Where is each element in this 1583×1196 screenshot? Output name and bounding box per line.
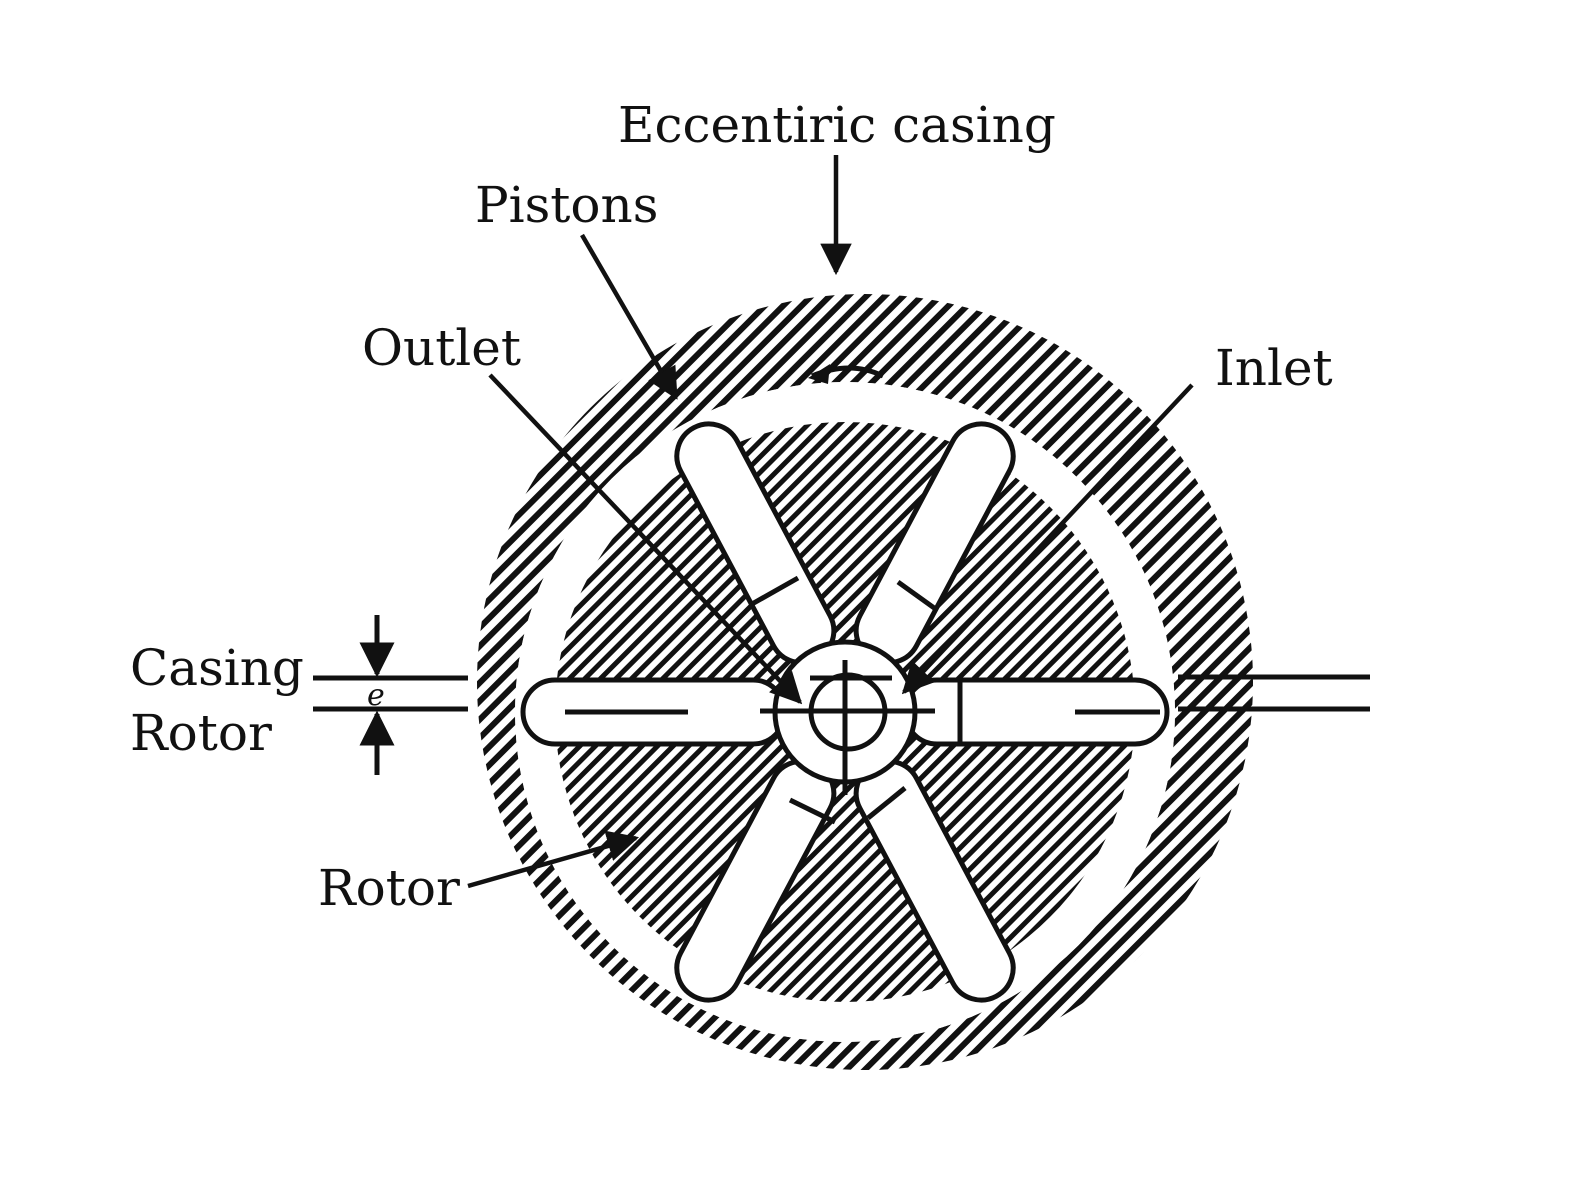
outlet-label: Outlet: [362, 319, 521, 377]
eccentricity-symbol: e: [367, 678, 385, 713]
eccentricity-dimension: [313, 615, 468, 775]
rotor-leader: [467, 830, 640, 889]
rotation-direction-arrow: [808, 364, 885, 384]
eccentric-casing-label: Eccentiric casing: [618, 96, 1056, 154]
casing-label: Casing: [130, 639, 304, 697]
outlet-leader: [488, 373, 803, 705]
rotor-left-label: Rotor: [130, 704, 272, 762]
inlet-label: Inlet: [1215, 339, 1333, 397]
pistons-label: Pistons: [475, 176, 658, 234]
pistons-leader: [580, 233, 678, 400]
hub-separators: [750, 575, 963, 825]
inlet-leader: [901, 383, 1194, 695]
pistons: [520, 421, 1170, 1003]
rotor-bottom-label: Rotor: [318, 859, 460, 917]
leader-lines: [467, 155, 1194, 889]
right-reference-lines: [1178, 674, 1370, 712]
central-hub: [760, 639, 935, 795]
